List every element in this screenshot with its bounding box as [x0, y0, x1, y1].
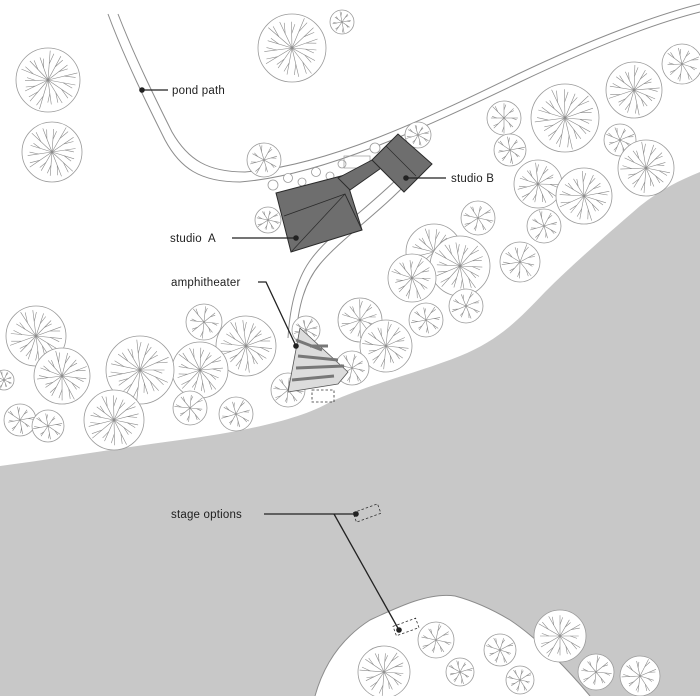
stage-option-2[interactable]: [392, 617, 420, 637]
amphitheater-marker-icon: [293, 343, 299, 349]
studio-a-marker-icon: [293, 235, 299, 241]
tree-canopy-icon: [172, 390, 208, 426]
label-pond-path: pond path: [172, 85, 225, 97]
tree-canopy-icon: [404, 121, 432, 149]
tree-canopy-icon: [83, 389, 145, 451]
tree-canopy-icon: [619, 655, 661, 696]
tree-canopy-icon: [499, 241, 541, 283]
tree-canopy-icon: [246, 142, 282, 178]
pond-water: [0, 172, 700, 696]
leader-lines: [139, 87, 446, 633]
tree-canopy-icon: [483, 633, 517, 667]
tree-canopy-icon: [3, 403, 37, 437]
tree-canopy-icon: [530, 83, 600, 153]
tree-canopy-icon: [605, 61, 663, 119]
tree-canopy-icon: [445, 657, 475, 687]
tree-canopy-icon: [429, 235, 491, 297]
tree-canopy-icon: [417, 621, 455, 659]
amphitheater-seating[interactable]: [287, 327, 349, 403]
tree-canopy-icon: [218, 396, 254, 432]
tree-canopy-icon: [15, 47, 81, 113]
stage-option-marker-1-icon: [353, 511, 359, 517]
tree-canopy-icon: [460, 200, 496, 236]
pond-path-edge: [117, 3, 700, 173]
tree-canopy-icon: [33, 347, 91, 405]
patio-plants: [267, 142, 381, 191]
tree-canopy-icon: [105, 335, 175, 405]
tree-canopy-icon: [359, 319, 413, 373]
tree-canopy-icon: [486, 100, 522, 136]
label-amphitheater: amphitheater: [171, 277, 241, 289]
label-stage-options: stage options: [171, 509, 242, 521]
stage-option-marker-2-icon: [396, 627, 402, 633]
tree-canopy-icon: [21, 121, 83, 183]
tree-canopy-icon: [185, 303, 223, 341]
amphitheater-stage: [311, 389, 335, 403]
tree-group: [0, 9, 700, 696]
tree-canopy-icon: [329, 9, 355, 35]
tree-canopy-icon: [0, 369, 15, 391]
tree-canopy-icon: [555, 167, 613, 225]
label-studio-b: studio B: [451, 173, 494, 185]
tree-canopy-icon: [505, 665, 535, 695]
studio-a-building[interactable]: [275, 174, 363, 253]
tree-canopy-icon: [513, 159, 563, 209]
tree-canopy-icon: [31, 409, 65, 443]
tree-canopy-icon: [533, 609, 587, 663]
tree-canopy-icon: [617, 139, 675, 197]
studio-b-marker-icon: [403, 175, 409, 181]
tree-canopy-icon: [257, 13, 327, 83]
tree-canopy-icon: [387, 253, 437, 303]
tree-canopy-icon: [171, 341, 229, 399]
tree-canopy-icon: [215, 315, 277, 377]
tree-canopy-icon: [448, 288, 484, 324]
tree-canopy-icon: [493, 133, 527, 167]
access-path[interactable]: [295, 179, 411, 339]
tree-canopy-icon: [357, 645, 411, 696]
pond-path-marker-icon: [139, 87, 145, 93]
access-path-edge: [287, 175, 401, 339]
tree-canopy-icon: [661, 43, 700, 85]
tree-canopy-icon: [577, 653, 615, 691]
tree-canopy-icon: [254, 206, 282, 234]
pond-path[interactable]: [107, 11, 700, 183]
label-studio-a: studio A: [170, 233, 216, 245]
tree-canopy-icon: [408, 302, 444, 338]
tree-canopy-icon: [526, 208, 562, 244]
